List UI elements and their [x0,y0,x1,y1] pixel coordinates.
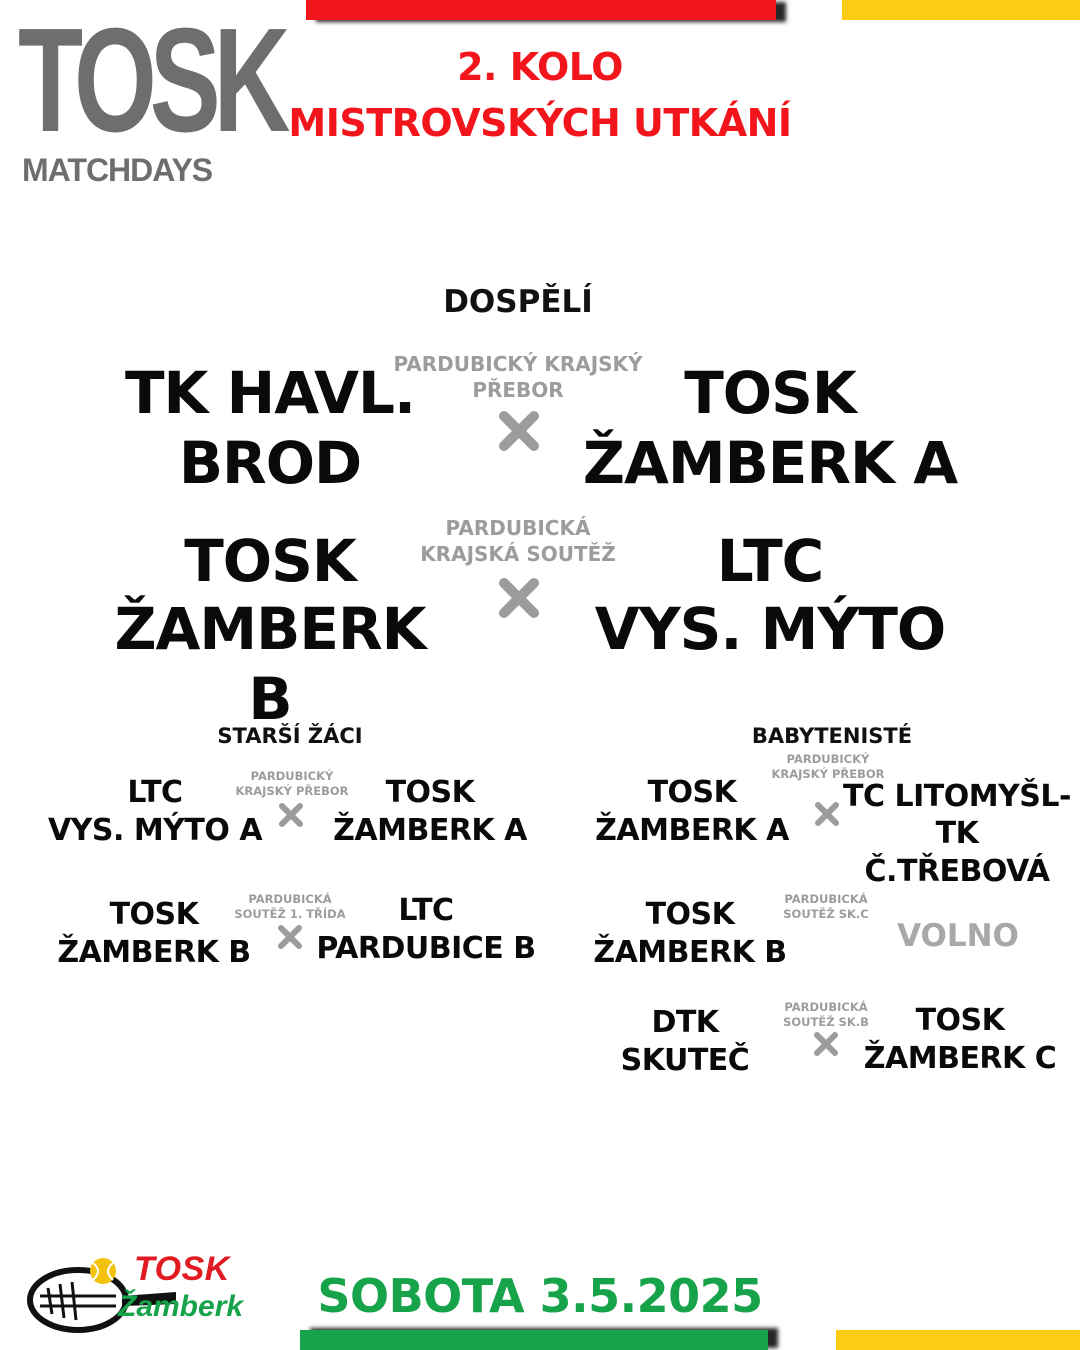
section-title-older-pupils: STARŠÍ ŽÁCI [217,724,363,748]
away-team-line-1: LTC [398,893,454,928]
home-team-line-2: ŽAMBERK B [593,935,787,970]
away-team-line-2: TK Č.TŘEBOVÁ [864,816,1050,889]
bottom-yellow-bar [836,1330,1080,1350]
home-team-line-2: VYS. MÝTO A [47,813,263,848]
section-title-adults: DOSPĚLÍ [443,284,593,320]
versus-x-icon [815,802,839,826]
versus-x-icon [279,803,303,827]
bottom-green-bar [300,1330,768,1350]
league-name-line-1: PARDUBICKÁ [445,516,591,540]
home-team-line-1: TK HAVL. [124,359,416,427]
league-name-line-2: SOUTĚŽ 1. TŘÍDA [234,907,346,921]
home-team-line-2: ŽAMBERK B [114,595,426,733]
home-team-line-1: TOSK [647,775,737,810]
league-name-line-2: PŘEBOR [472,378,564,402]
away-team-line-1: TOSK [684,359,857,427]
league-name-line-2: KRAJSKÝ PŘEBOR [235,784,349,798]
league-name-line-1: PARDUBICKÝ [250,769,334,783]
headline-line-1: 2. KOLO [457,45,623,89]
tennis-racket-logo-icon [27,1267,176,1333]
home-team-line-1: LTC [127,775,183,810]
away-team-line-1: TC LITOMYŠL- [843,779,1071,814]
headline-line-2: MISTROVSKÝCH UTKÁNÍ [288,101,792,145]
league-name-line-1: PARDUBICKÝ [786,752,870,766]
league-name-line-1: PARDUBICKÁ [784,1000,868,1014]
versus-x-icon [814,1032,838,1056]
league-name-line-1: PARDUBICKÁ [248,892,332,906]
league-name-line-2: SOUTĚŽ SK.C [783,907,869,921]
away-team-line-2: ŽAMBERK C [863,1041,1057,1076]
away-team-line-2: ŽAMBERK A [333,813,527,848]
league-name-line-1: PARDUBICKÁ [784,892,868,906]
home-team-line-1: TOSK [109,897,199,932]
away-team-line-2: PARDUBICE B [316,931,536,966]
brand-wordmark: TOSK [18,0,290,163]
home-team-line-1: TOSK [184,527,357,595]
match-date: SOBOTA 3.5.2025 [317,1269,763,1323]
club-logo: TOSK Žamberk [26,1250,262,1336]
tennis-ball-icon [90,1258,116,1284]
home-team-line-2: SKUTEČ [620,1043,750,1078]
away-team-line-1: TOSK [915,1003,1005,1038]
league-name-line-2: KRAJSKÝ PŘEBOR [771,767,885,781]
home-team-line-1: TOSK [645,897,735,932]
top-yellow-bar [842,0,1080,20]
versus-x-icon [278,925,302,949]
league-name-line-2: KRAJSKÁ SOUTĚŽ [420,542,616,566]
section-title-babytennis: BABYTENISTÉ [751,724,913,748]
away-team-line-2: VYS. MÝTO [594,595,946,663]
away-team-line-1: LTC [716,527,825,595]
brand-subtitle: MATCHDAYS [22,152,213,188]
versus-x-icon [499,578,539,618]
home-team-line-2: ŽAMBERK A [595,813,789,848]
away-team-line-1: TOSK [385,775,475,810]
home-team-line-1: DTK [651,1005,719,1040]
league-name-line-2: SOUTĚŽ SK.B [783,1015,869,1029]
top-red-bar [306,0,776,20]
home-team-line-2: BROD [178,429,362,497]
league-name-line-1: PARDUBICKÝ KRAJSKÝ [393,352,643,376]
home-team-line-2: ŽAMBERK B [57,935,251,970]
versus-x-icon [499,411,539,451]
logo-text-tosk: TOSK [134,1250,230,1288]
bye-label: VOLNO [897,918,1019,954]
away-team-line-2: ŽAMBERK A [582,429,958,497]
logo-text-zamberk: Žamberk [118,1290,244,1323]
